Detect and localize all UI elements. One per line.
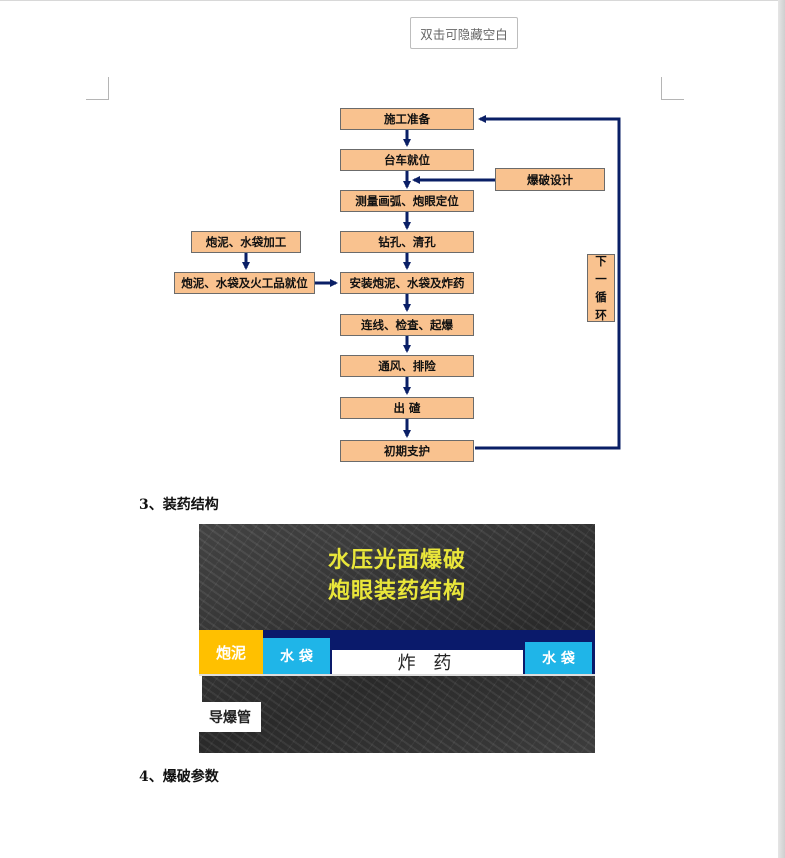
hide-blank-button[interactable]: 双击可隐藏空白	[410, 17, 518, 49]
flow-stemming-in-place: 炮泥、水袋及火工品就位	[174, 272, 315, 294]
flow-stemming-processing: 炮泥、水袋加工	[191, 231, 301, 253]
top-border	[0, 0, 778, 1]
flow-next-cycle: 下 一 循 环	[587, 254, 615, 322]
flow-blast-design: 爆破设计	[495, 168, 605, 191]
flow-step-wiring-blasting: 连线、检查、起爆	[340, 314, 474, 336]
page-edge-shadow	[778, 0, 785, 858]
arrow-loop-back	[475, 115, 621, 450]
water-bag-left-segment: 水 袋	[263, 638, 330, 674]
charge-structure-diagram: 水压光面爆破 炮眼装药结构 炮泥 水 袋 炸 药 水 袋 导爆管	[199, 524, 595, 753]
flow-step-drilling: 钻孔、清孔	[340, 231, 474, 253]
detonator-tube-label: 导爆管	[199, 702, 261, 732]
margin-corner-top-right	[661, 77, 684, 100]
flow-step-mucking: 出 碴	[340, 397, 474, 419]
flow-step-preparation: 施工准备	[340, 108, 474, 130]
margin-corner-top-left	[86, 77, 109, 100]
diagram-title-line1: 水压光面爆破	[327, 548, 466, 573]
flow-step-charging: 安装炮泥、水袋及炸药	[340, 272, 474, 294]
borehole-top-bar	[263, 630, 595, 638]
flow-step-survey-marking: 测量画弧、炮眼定位	[340, 190, 474, 212]
next-cycle-char-2: 一	[595, 272, 607, 286]
next-cycle-char-3: 循	[595, 290, 607, 304]
flow-arrows	[242, 115, 621, 450]
heading-blast-parameters: 4、爆破参数	[139, 769, 219, 785]
next-cycle-char-4: 环	[595, 308, 607, 322]
water-bag-right-segment: 水 袋	[525, 642, 592, 674]
heading-charge-structure: 3、装药结构	[139, 497, 219, 513]
explosive-segment: 炸 药	[332, 650, 523, 674]
flow-step-trolley-position: 台车就位	[340, 149, 474, 171]
flow-step-ventilation: 通风、排险	[340, 355, 474, 377]
detonating-line	[199, 674, 595, 676]
flow-step-initial-support: 初期支护	[340, 440, 474, 462]
stemming-segment: 炮泥	[199, 630, 263, 674]
diagram-title-line2: 炮眼装药结构	[327, 579, 466, 604]
detonator-tube-line	[199, 676, 202, 702]
flowchart-connectors	[242, 115, 621, 450]
next-cycle-char-1: 下	[595, 254, 607, 268]
